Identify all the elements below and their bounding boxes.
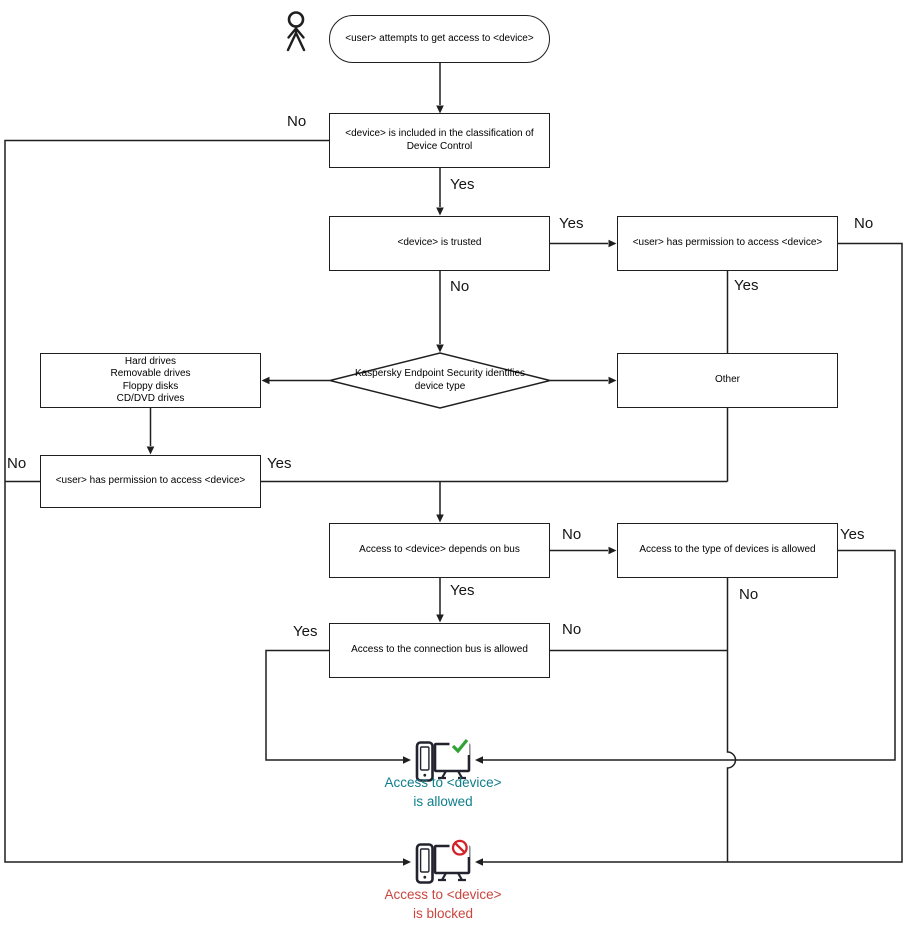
- edge-start-to-classification: [436, 63, 444, 114]
- arrowhead: [436, 207, 444, 216]
- edge-label-type-allowed-no: No: [739, 586, 759, 603]
- result-access-blocked: Access to <device> is blocked: [384, 887, 502, 922]
- edge-to-bus-depends: [261, 408, 729, 523]
- edge-label-permission-trusted-yes: Yes: [734, 277, 759, 294]
- monitor-stand: [438, 770, 466, 780]
- check-icon: [451, 738, 469, 754]
- result-access-allowed: Access to <device> is allowed: [384, 775, 502, 810]
- device-button: [423, 875, 427, 879]
- edge-trusted-no: [436, 271, 444, 353]
- node-bus-allowed: Access to the connection bus is allowed: [329, 623, 550, 678]
- arrowhead: [403, 756, 411, 764]
- edge-classification-no-to-blocked: [4, 139, 411, 866]
- edge-label-classification-no: No: [287, 113, 307, 130]
- monitor-stand: [438, 872, 466, 882]
- prohibition-slash: [454, 842, 466, 854]
- node-identify-device-type: Kaspersky Endpoint Security identifies d…: [354, 368, 526, 392]
- edge-label-permission-types-yes: Yes: [267, 455, 292, 472]
- edge-label-permission-trusted-no: No: [854, 215, 874, 232]
- node-bus-depends: Access to <device> depends on bus: [329, 523, 550, 578]
- edge-label-trusted-yes: Yes: [559, 215, 584, 232]
- edge-label-classification-yes: Yes: [450, 176, 475, 193]
- arrowhead: [146, 446, 155, 455]
- user-icon: [286, 11, 306, 52]
- arrowhead: [403, 858, 411, 866]
- device-screen: [419, 848, 430, 873]
- edge-identify-to-device-types: [261, 376, 330, 385]
- arrowhead: [436, 344, 444, 353]
- arrowhead: [261, 376, 270, 385]
- device-button: [423, 773, 427, 777]
- node-permission-trusted: <user> has permission to access <device>: [617, 216, 838, 271]
- edge-label-bus-allowed-no: No: [562, 621, 582, 638]
- arrowhead: [436, 105, 444, 114]
- edge-bus-allowed-yes-to-allowed: [265, 649, 411, 764]
- edge-device-types-to-permission: [146, 408, 155, 455]
- edge-type-allowed-no-to-blocked: [726, 578, 737, 862]
- edge-identify-to-other: [550, 376, 617, 385]
- edge-label-bus-allowed-yes: Yes: [293, 623, 318, 640]
- node-trusted: <device> is trusted: [329, 216, 550, 271]
- edge-classification-yes: [436, 168, 444, 216]
- arrowhead: [475, 858, 483, 866]
- edge-label-trusted-no: No: [450, 278, 470, 295]
- identify-device-type-diamond: [329, 352, 551, 409]
- arrowhead: [436, 514, 444, 523]
- edge-label-permission-types-no: No: [7, 455, 27, 472]
- node-type-allowed: Access to the type of devices is allowed: [617, 523, 838, 578]
- edge-label-type-allowed-yes: Yes: [840, 526, 865, 543]
- node-classification: <device> is included in the classificati…: [329, 113, 550, 168]
- edge-permission-trusted-no-to-blocked: [475, 242, 903, 866]
- edge-bus-depends-no: [550, 546, 617, 555]
- edge-type-allowed-yes-to-allowed: [475, 549, 896, 764]
- node-other: Other: [617, 353, 838, 408]
- device-access-allowed-icon: [415, 737, 471, 782]
- arrowhead: [608, 376, 617, 385]
- edge-trusted-yes: [550, 239, 617, 248]
- edge-bus-depends-yes: [436, 578, 444, 623]
- arrowhead: [608, 239, 617, 248]
- device-screen: [419, 746, 430, 771]
- node-device-types: Hard drives Removable drives Floppy disk…: [40, 353, 261, 408]
- edge-label-bus-depends-yes: Yes: [450, 582, 475, 599]
- node-permission-types: <user> has permission to access <device>: [40, 455, 261, 508]
- device-access-blocked-icon: [415, 839, 471, 884]
- edge-label-bus-depends-no: No: [562, 526, 582, 543]
- arrowhead: [475, 756, 483, 764]
- arrowhead: [436, 614, 444, 623]
- arrowhead: [608, 546, 617, 555]
- node-start: <user> attempts to get access to <device…: [329, 15, 550, 63]
